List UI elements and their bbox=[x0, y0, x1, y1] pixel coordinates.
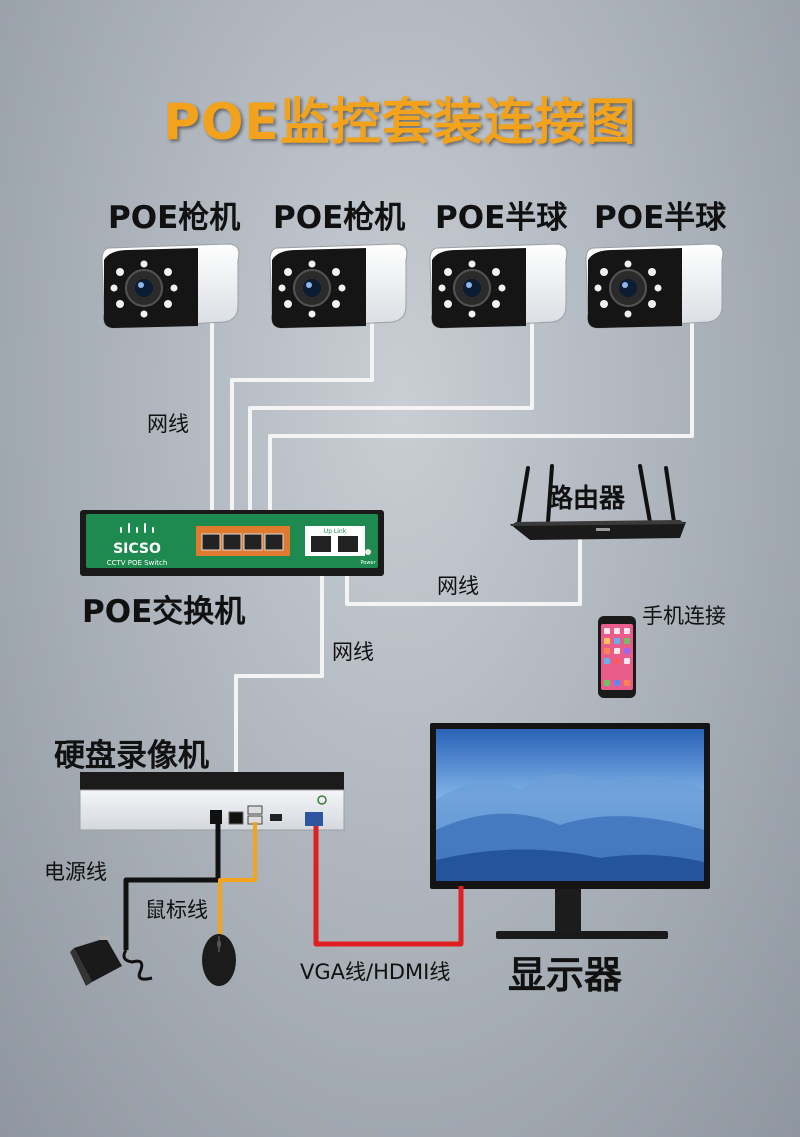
page-title: POE监控套装连接图 bbox=[163, 93, 637, 151]
cisco-logo-icon bbox=[120, 523, 154, 533]
router-label: 路由器 bbox=[547, 484, 626, 514]
switch-brand: SICSO bbox=[113, 541, 161, 557]
cable-camera-3 bbox=[248, 318, 534, 540]
power-adapter-device bbox=[70, 936, 122, 986]
monitor-label: 显示器 bbox=[508, 953, 623, 997]
camera-1-label: POE枪机 bbox=[108, 200, 241, 236]
switch-label: POE交换机 bbox=[82, 594, 246, 630]
smartphone-device bbox=[598, 616, 636, 698]
network-cables bbox=[210, 318, 694, 815]
switch-uplink: Up Link bbox=[324, 528, 347, 535]
mouse-cable-label: 鼠标线 bbox=[145, 898, 208, 922]
mouse-cable bbox=[218, 822, 257, 938]
nvr-device bbox=[79, 772, 345, 831]
video-cable-label: VGA线/HDMI线 bbox=[300, 960, 451, 984]
cable-switch-to-nvr bbox=[234, 550, 324, 815]
power-cable-label: 电源线 bbox=[44, 860, 107, 884]
poe-switch-device: SICSO CCTV POE Switch Up Link Power bbox=[80, 510, 384, 576]
cable-label-router: 网线 bbox=[437, 574, 479, 598]
switch-power: Power bbox=[360, 560, 376, 566]
power-cable bbox=[123, 822, 221, 950]
video-cable bbox=[313, 826, 464, 947]
nvr-label: 硬盘录像机 bbox=[54, 738, 209, 774]
camera-4-label: POE半球 bbox=[594, 200, 727, 236]
cable-camera-4 bbox=[268, 318, 694, 540]
camera-4 bbox=[585, 243, 724, 329]
phone-label: 手机连接 bbox=[642, 604, 726, 628]
power-cable-coil bbox=[122, 949, 153, 981]
monitor-device bbox=[430, 723, 710, 939]
switch-model: CCTV POE Switch bbox=[107, 559, 168, 567]
cable-switch-to-router bbox=[345, 530, 582, 606]
cable-label-nvr: 网线 bbox=[332, 640, 374, 664]
cable-camera-2 bbox=[230, 318, 374, 540]
mouse-device bbox=[202, 934, 236, 986]
camera-2 bbox=[269, 243, 408, 329]
camera-3 bbox=[429, 243, 568, 329]
camera-1 bbox=[101, 243, 240, 329]
camera-3-label: POE半球 bbox=[435, 200, 568, 236]
router-device bbox=[510, 464, 686, 540]
cable-label-cameras: 网线 bbox=[147, 412, 189, 436]
camera-2-label: POE枪机 bbox=[273, 200, 406, 236]
